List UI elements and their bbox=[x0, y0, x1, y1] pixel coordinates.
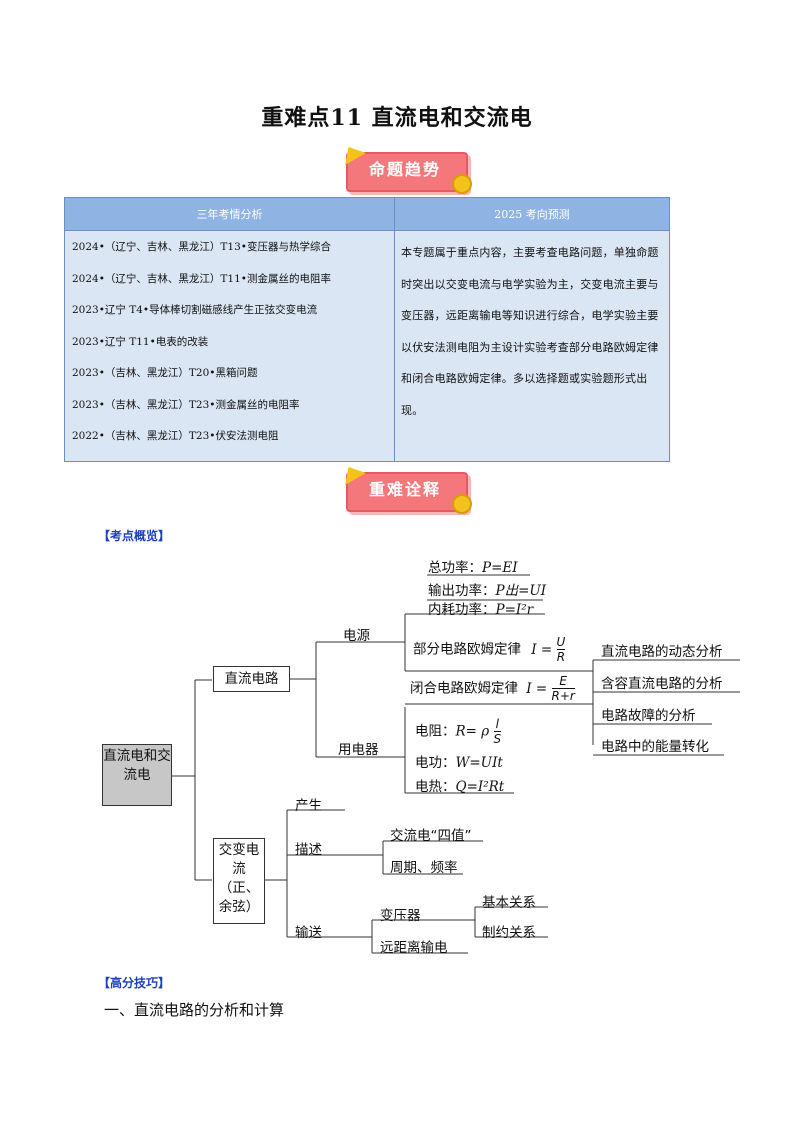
list-item: 2024•（辽宁、吉林、黑龙江）T13•变压器与热学综合 bbox=[72, 241, 331, 253]
table-header-right: 2025 考向预测 bbox=[394, 197, 670, 231]
list-item: 2023•（吉林、黑龙江）T23•测金属丝的电阻率 bbox=[72, 398, 300, 411]
list-item: 2023•辽宁 T4•导体棒切割磁感线产生正弦交变电流 bbox=[72, 304, 318, 316]
internal-power: 内耗功率：P=I²r bbox=[428, 602, 534, 618]
explain-badge: 重难诠释 bbox=[338, 460, 472, 514]
work-formula: 电功：W=UIt bbox=[415, 755, 503, 771]
mindmap-root: 直流电和交流电 bbox=[102, 744, 172, 806]
dc-app-item: 电路中的能量转化 bbox=[601, 739, 709, 755]
constraint-relation: 制约关系 bbox=[482, 925, 536, 941]
total-power: 总功率：P=EI bbox=[428, 560, 518, 576]
table-header-left: 三年考情分析 bbox=[64, 197, 395, 231]
mindmap-ac: 交变电流（正、余弦） bbox=[213, 838, 265, 924]
section-heading: 一、直流电路的分析和计算 bbox=[104, 1001, 285, 1019]
mindmap-appliance: 用电器 bbox=[338, 742, 379, 758]
trend-table: 三年考情分析 2025 考向预测 2024•（辽宁、吉林、黑龙江）T13•变压器… bbox=[64, 197, 670, 462]
ac-four-values: 交流电“四值” bbox=[390, 828, 472, 844]
heat-formula: 电热：Q=I²Rt bbox=[415, 779, 505, 795]
long-distance: 远距离输电 bbox=[380, 940, 448, 956]
trend-badge: 命题趋势 bbox=[338, 140, 472, 194]
list-item: 2023•（吉林、黑龙江）T20•黑箱问题 bbox=[72, 367, 258, 379]
ac-transmission: 输送 bbox=[295, 925, 322, 941]
output-power: 输出功率：P出=UI bbox=[428, 583, 547, 599]
page-title: 重难点11 直流电和交流电 bbox=[261, 105, 533, 131]
list-item: 2022•（吉林、黑龙江）T23•伏安法测电阻 bbox=[72, 430, 279, 442]
dc-app-item: 直流电路的动态分析 bbox=[601, 644, 723, 660]
table-left-cell: 2024•（辽宁、吉林、黑龙江）T13•变压器与热学综合 2024•（辽宁、吉林… bbox=[64, 230, 395, 462]
ac-description: 描述 bbox=[295, 842, 322, 858]
ac-generation: 产生 bbox=[295, 798, 322, 814]
list-item: 2023•辽宁 T11•电表的改装 bbox=[72, 335, 209, 348]
ac-period-frequency: 周期、频率 bbox=[390, 860, 458, 876]
overview-label: 【考点概览】 bbox=[98, 529, 171, 543]
skills-label: 【高分技巧】 bbox=[98, 976, 171, 990]
transformer: 变压器 bbox=[380, 908, 421, 924]
coin-icon bbox=[452, 174, 472, 194]
list-item: 2024•（辽宁、吉林、黑龙江）T11•测金属丝的电阻率 bbox=[72, 272, 331, 285]
coin-icon bbox=[452, 494, 472, 514]
dc-app-item: 含容直流电路的分析 bbox=[601, 676, 723, 692]
basic-relation: 基本关系 bbox=[482, 895, 536, 911]
mindmap-power-source: 电源 bbox=[343, 628, 370, 644]
mindmap-dc: 直流电路 bbox=[213, 666, 290, 692]
table-right-cell: 本专题属于重点内容，主要考查电路问题，单独命题时突出以交变电流与电学实验为主，交… bbox=[394, 230, 670, 462]
dc-app-item: 电路故障的分析 bbox=[601, 708, 696, 724]
